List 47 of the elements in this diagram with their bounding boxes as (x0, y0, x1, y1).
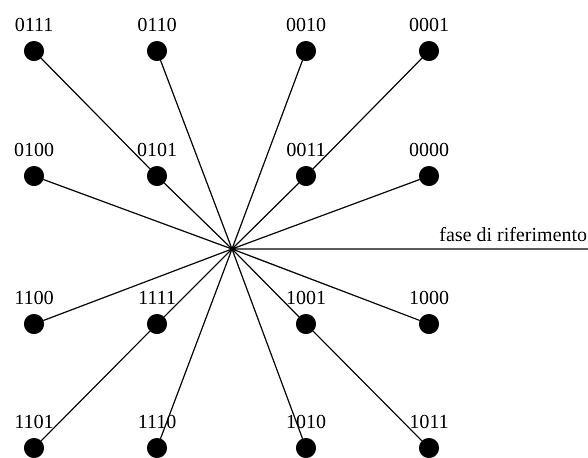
connector-line (232, 248, 300, 318)
constellation-point (296, 166, 316, 186)
constellation-point (24, 41, 44, 61)
constellation-point (147, 166, 167, 186)
connector-line (232, 178, 420, 250)
constellation-point (296, 314, 316, 334)
point-label: 1100 (14, 288, 54, 308)
connector-line (43, 178, 232, 250)
connector-line (231, 60, 304, 250)
connector-line (40, 58, 150, 170)
connector-line (43, 248, 232, 322)
connector-line (164, 182, 232, 250)
point-label: 1011 (409, 412, 449, 432)
point-label: 1101 (14, 412, 54, 432)
point-label: 1001 (286, 288, 326, 308)
connector-line (164, 248, 232, 318)
constellation-point (147, 41, 167, 61)
point-label: 1000 (409, 288, 449, 308)
point-label: 0100 (14, 140, 54, 160)
constellation-point (419, 166, 439, 186)
point-label: 0011 (286, 140, 326, 160)
constellation-point (419, 314, 439, 334)
constellation-point (296, 41, 316, 61)
connector-line (312, 58, 422, 170)
constellation-point (24, 166, 44, 186)
connector-line (232, 248, 420, 322)
constellation-point (419, 438, 439, 458)
point-label: 0010 (286, 15, 326, 35)
reference-phase-label: fase di riferimento (439, 225, 587, 245)
constellation-point (296, 438, 316, 458)
point-label: 0110 (137, 15, 177, 35)
point-label: 0001 (409, 15, 449, 35)
connector-line (160, 60, 233, 250)
point-label: 1111 (138, 288, 176, 308)
connector-line (232, 182, 300, 250)
point-label: 0000 (409, 140, 449, 160)
connector-line (231, 248, 304, 439)
connector-line (312, 330, 422, 442)
constellation-point (147, 314, 167, 334)
point-label: 0101 (137, 140, 177, 160)
constellation-point (419, 41, 439, 61)
constellation-point (24, 438, 44, 458)
connector-line (160, 248, 233, 439)
constellation-point (24, 314, 44, 334)
constellation-point (147, 438, 167, 458)
connector-line (40, 330, 150, 442)
point-label: 0111 (14, 15, 54, 35)
